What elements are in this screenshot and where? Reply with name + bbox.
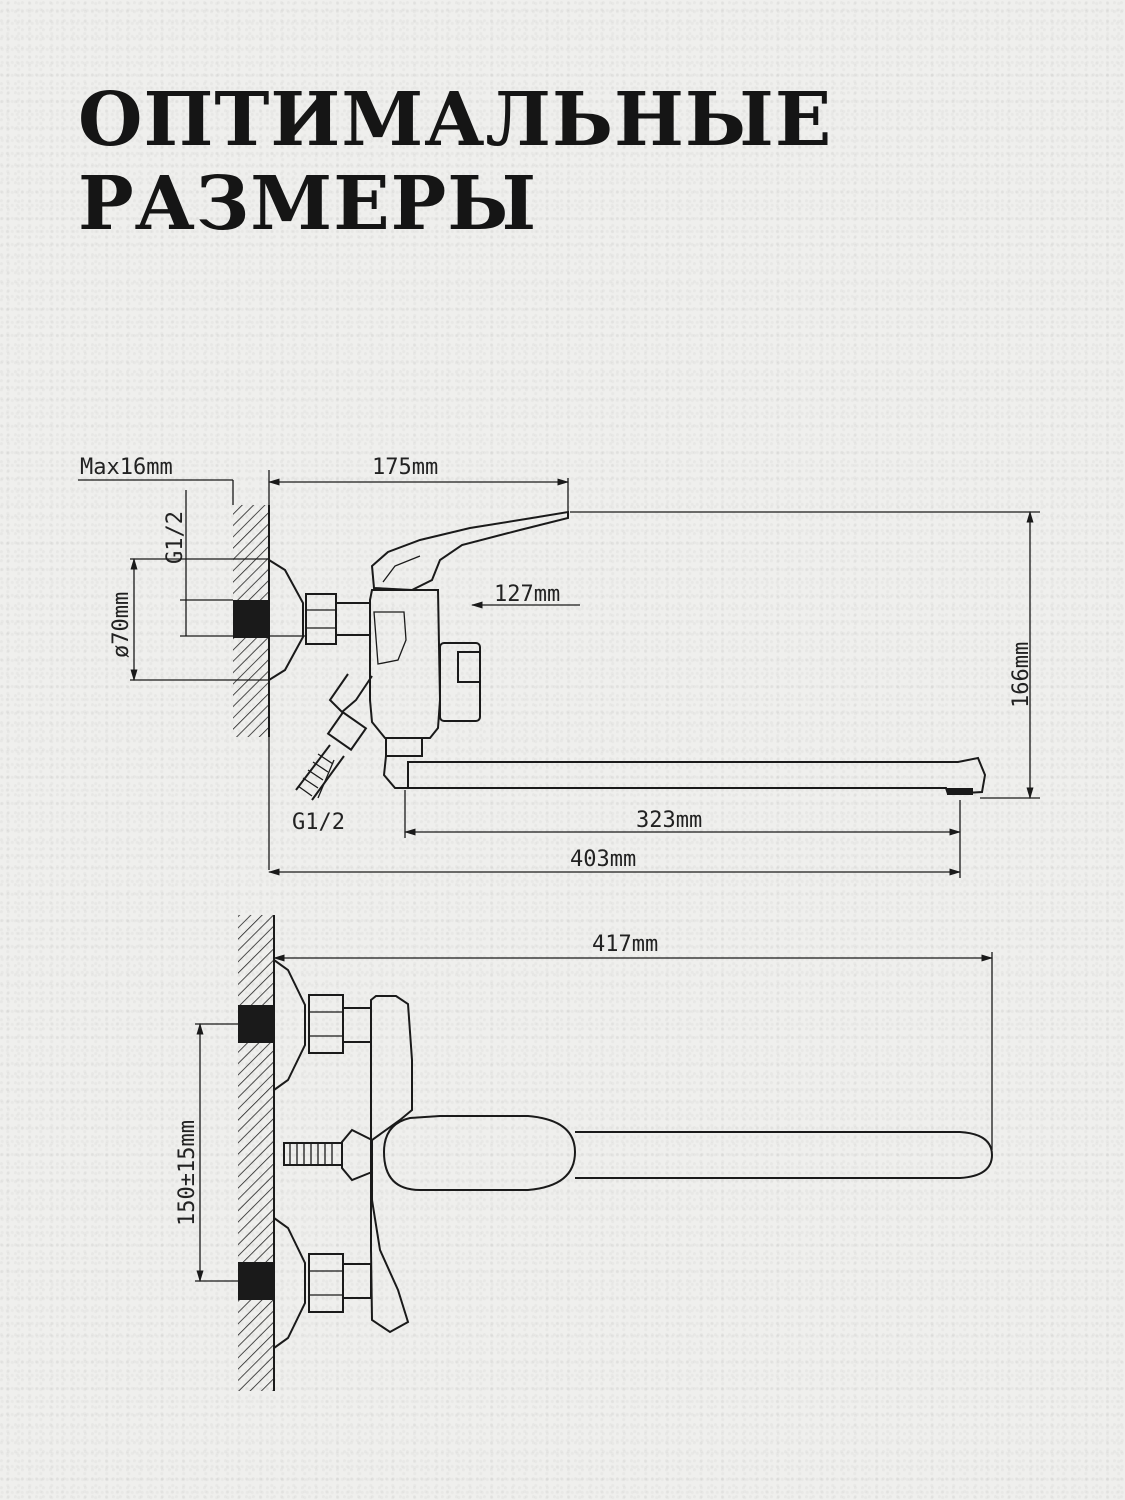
shower-outlet-top	[283, 1128, 373, 1182]
height-label: 166mm	[1009, 642, 1034, 708]
max-depth-label: Max16mm	[80, 455, 173, 480]
title-line-1: ОПТИМАЛЬНЫЕ	[78, 77, 833, 163]
page-title: ОПТИМАЛЬНЫЕ РАЗМЕРЫ	[78, 78, 832, 246]
side-view: Max16mm 175mm G1/2 ø70mm 127mm 166mm	[78, 455, 1040, 878]
thread-bottom-label: G1/2	[292, 810, 345, 835]
lever-handle-side	[370, 510, 569, 592]
reach-top-label: 175mm	[372, 455, 438, 480]
wall-plug-upper	[238, 1005, 274, 1043]
lower-inlet	[273, 1217, 372, 1349]
escutcheon-side	[268, 559, 304, 681]
dimensions-side: Max16mm 175mm G1/2 ø70mm 127mm 166mm	[78, 455, 1040, 878]
total-length-label: 403mm	[570, 847, 636, 872]
diameter-label: ø70mm	[109, 592, 134, 658]
spout-side	[382, 737, 987, 796]
wall-top	[238, 915, 274, 1391]
spout-length-label: 323mm	[636, 808, 702, 833]
total-width-label: 417mm	[592, 932, 658, 957]
spout-top	[575, 1131, 994, 1179]
wall-plug-side	[233, 600, 269, 638]
thread-top-label: G1/2	[163, 511, 188, 564]
center-distance-label: 150±15mm	[175, 1120, 200, 1226]
top-view: 417mm 150±15mm	[175, 915, 994, 1391]
lever-handle-top	[382, 1115, 577, 1191]
upper-inlet	[273, 959, 372, 1091]
dimensions-top: 417mm 150±15mm	[175, 932, 994, 1283]
shower-outlet-side	[295, 673, 373, 801]
mixer-body-top	[370, 995, 413, 1334]
body-offset-label: 127mm	[494, 582, 560, 607]
title-line-2: РАЗМЕРЫ	[78, 161, 538, 247]
wall-plug-lower	[238, 1262, 274, 1300]
nut-side	[305, 593, 337, 645]
